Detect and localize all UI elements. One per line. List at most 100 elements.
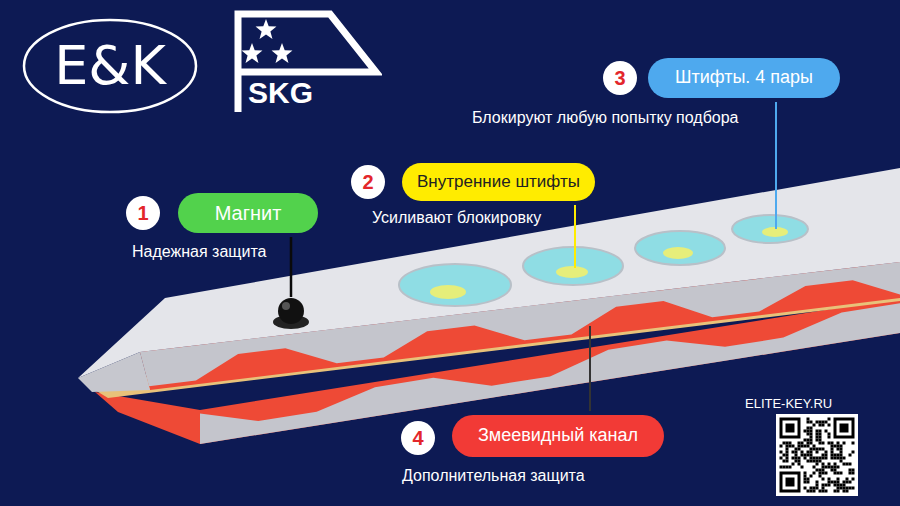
qr-module <box>798 448 801 451</box>
qr-module <box>819 475 822 478</box>
magnet-highlight <box>282 302 290 310</box>
callout-number: 2 <box>351 165 385 199</box>
qr-module <box>786 445 789 448</box>
qr-module <box>852 472 855 475</box>
qr-module <box>825 484 828 487</box>
callout-number: 4 <box>401 421 435 455</box>
qr-module <box>792 457 795 460</box>
pin-hole <box>523 247 623 285</box>
qr-module <box>789 442 792 445</box>
qr-module <box>828 418 831 421</box>
qr-module <box>810 451 813 454</box>
qr-module <box>807 490 810 493</box>
qr-module <box>795 451 798 454</box>
qr-module <box>831 457 834 460</box>
qr-module <box>816 457 819 460</box>
qr-module <box>831 445 834 448</box>
qr-module <box>804 478 807 481</box>
callout-pill: Внутренние штифтыУсиливают блокировку <box>402 163 595 201</box>
callout-pill: Штифты. 4 парыБлокируют любую попытку по… <box>648 58 840 98</box>
qr-module <box>798 457 801 460</box>
qr-module <box>852 451 855 454</box>
qr-module <box>789 445 792 448</box>
qr-module <box>834 472 837 475</box>
qr-module <box>816 463 819 466</box>
qr-module <box>801 442 804 445</box>
qr-finder <box>786 424 795 433</box>
qr-module <box>810 454 813 457</box>
logo: SKG <box>232 8 382 120</box>
qr-module <box>852 478 855 481</box>
qr-module <box>834 457 837 460</box>
qr-module <box>819 457 822 460</box>
qr-module <box>804 445 807 448</box>
qr-module <box>828 484 831 487</box>
qr-module <box>834 481 837 484</box>
qr-module <box>789 466 792 469</box>
qr-finder <box>834 418 855 439</box>
qr-module <box>822 448 825 451</box>
qr-module <box>819 433 822 436</box>
qr-module <box>843 442 846 445</box>
qr-module <box>825 457 828 460</box>
qr-module <box>837 448 840 451</box>
qr-module <box>816 481 819 484</box>
qr-module <box>819 436 822 439</box>
qr-module <box>798 460 801 463</box>
qr-module <box>813 448 816 451</box>
qr-module <box>834 466 837 469</box>
qr-module <box>810 427 813 430</box>
qr-finder <box>783 421 798 436</box>
callout-title: Штифты. 4 пары <box>675 68 813 88</box>
qr-module <box>840 472 843 475</box>
qr-module <box>837 445 840 448</box>
qr-module <box>831 451 834 454</box>
qr-module <box>810 448 813 451</box>
qr-module <box>816 484 819 487</box>
qr-module <box>837 454 840 457</box>
qr-module <box>795 457 798 460</box>
qr-module <box>810 487 813 490</box>
qr-module <box>834 469 837 472</box>
qr-module <box>840 487 843 490</box>
website-label: ELITE-KEY.RU <box>745 396 832 411</box>
qr-module <box>783 466 786 469</box>
qr-module <box>813 487 816 490</box>
qr-module <box>786 451 789 454</box>
qr-module <box>840 484 843 487</box>
qr-module <box>798 445 801 448</box>
skg-star <box>256 19 277 39</box>
pin-hole <box>732 215 808 243</box>
qr-module <box>801 466 804 469</box>
qr-module <box>837 442 840 445</box>
qr-module <box>795 460 798 463</box>
leader-line <box>589 326 591 411</box>
qr-module <box>807 454 810 457</box>
qr-module <box>837 481 840 484</box>
qr-module <box>822 454 825 457</box>
qr-module <box>822 487 825 490</box>
qr-module <box>804 481 807 484</box>
qr-module <box>807 460 810 463</box>
qr-module <box>822 424 825 427</box>
qr-module <box>780 466 783 469</box>
qr-module <box>786 466 789 469</box>
qr-module <box>846 487 849 490</box>
callout-number: 3 <box>603 61 637 95</box>
magnet-ball <box>278 298 304 324</box>
qr-module <box>783 454 786 457</box>
callout-description: Усиливают блокировку <box>372 208 541 227</box>
qr-module <box>813 490 816 493</box>
qr-module <box>849 469 852 472</box>
qr-finder <box>786 478 795 487</box>
qr-module <box>840 460 843 463</box>
logo-oval <box>24 20 196 112</box>
qr-module <box>828 424 831 427</box>
qr-module <box>813 424 816 427</box>
callout-title: Магнит <box>215 202 282 224</box>
qr-module <box>840 448 843 451</box>
qr-module <box>843 481 846 484</box>
qr-module <box>816 460 819 463</box>
qr-module <box>798 463 801 466</box>
qr-module <box>843 487 846 490</box>
